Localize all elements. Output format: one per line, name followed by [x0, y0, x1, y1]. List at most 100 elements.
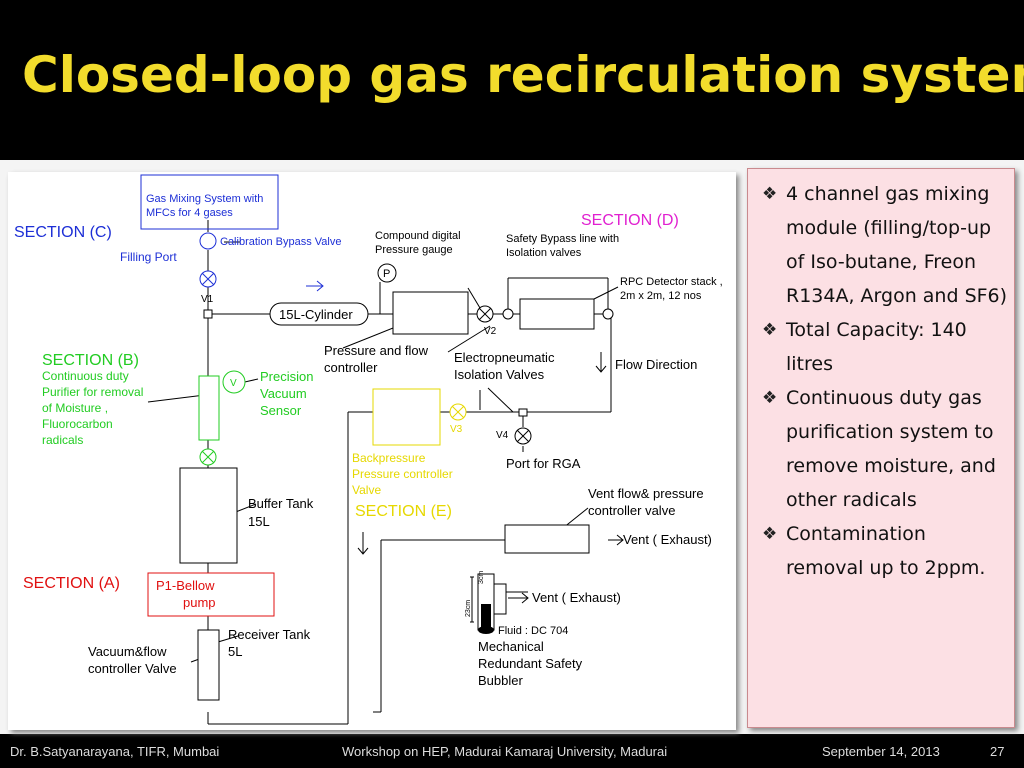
bullet-diamond-icon: ❖	[762, 320, 778, 340]
purifier-column	[198, 375, 220, 441]
compound-gauge-label-1: Compound digital	[375, 230, 461, 242]
diagram-svg: Gas Mixing System with MFCs for 4 gases …	[14, 174, 723, 725]
rpc-label-1: RPC Detector stack ,	[620, 276, 723, 288]
valve-v2-icon	[476, 305, 494, 323]
purifier-label-5: radicals	[42, 433, 83, 447]
bullet-list: ❖ 4 channel gas mixing module (filling/to…	[762, 177, 1008, 585]
backpressure-label-1: Backpressure	[352, 451, 426, 465]
pressure-gauge-icon	[377, 263, 397, 283]
slide-title: Closed-loop gas recirculation system	[22, 46, 1024, 104]
bullet-item: ❖ 4 channel gas mixing module (filling/to…	[762, 177, 1008, 313]
calibration-valve-icon	[199, 232, 217, 250]
pipe-lines	[207, 220, 612, 725]
filling-port-label: Filling Port	[120, 250, 177, 264]
cylinder-label: 15L-Cylinder	[279, 307, 353, 322]
vac-sensor-label-3: Sensor	[260, 403, 302, 418]
vent-exhaust-1-label: Vent ( Exhaust)	[623, 532, 712, 547]
bullet-item: ❖ Total Capacity: 140 litres	[762, 313, 1008, 381]
receiver-label-2: 5L	[228, 644, 242, 659]
bypass-valve-left-icon	[502, 308, 514, 320]
flow-direction-label: Flow Direction	[615, 357, 697, 372]
vacuum-sensor-v: V	[230, 378, 237, 389]
safety-bypass-label-2: Isolation valves	[506, 247, 582, 259]
backpressure-label-2: Pressure controller	[352, 467, 453, 481]
v3-label: V3	[450, 424, 463, 435]
footer-date: September 14, 2013	[822, 744, 940, 759]
vent-exhaust-2-label: Vent ( Exhaust)	[532, 590, 621, 605]
bullet-text: Total Capacity: 140 litres	[786, 319, 967, 375]
buffer-tank	[179, 467, 238, 564]
bubbler-dim-1: 3cm	[478, 571, 485, 584]
pump-label-2: pump	[183, 595, 216, 610]
bellow-pump-box	[147, 572, 275, 617]
bullet-diamond-icon: ❖	[762, 184, 778, 204]
vent-flow-label-2: controller valve	[588, 503, 675, 518]
bubbler-label-1: Mechanical	[478, 639, 544, 654]
rpc-detector-box	[519, 298, 595, 330]
footer-author: Dr. B.Satyanarayana, TIFR, Mumbai	[10, 744, 220, 759]
valve-v4-icon	[514, 427, 532, 445]
gauge-p-label: P	[383, 268, 390, 280]
bypass-valve-right-icon	[602, 308, 614, 320]
section-d-label: SECTION (D)	[581, 212, 679, 229]
v4-label: V4	[496, 430, 509, 441]
bullet-item: ❖Contamination removal up to 2ppm.	[762, 517, 1008, 585]
calibration-valve-label: Calibration Bypass Valve	[220, 236, 341, 248]
pressure-flow-controller-box	[392, 291, 469, 335]
footer-event: Workshop on HEP, Madurai Kamaraj Univers…	[342, 744, 668, 759]
bullet-diamond-icon: ❖	[762, 388, 778, 408]
vacflow-label-2: controller Valve	[88, 661, 177, 676]
valve-v3-icon	[449, 403, 467, 421]
purifier-valve-icon	[199, 448, 217, 466]
vent-flow-label-1: Vent flow& pressure	[588, 486, 704, 501]
pressure-flow-label-2: controller	[324, 360, 378, 375]
vacuum-sensor-icon	[222, 370, 246, 394]
cylinder-box	[269, 302, 369, 326]
flow-arrows	[306, 280, 324, 292]
purifier-label-1: Continuous duty	[42, 369, 129, 383]
compound-gauge-label-2: Pressure gauge	[375, 244, 453, 256]
vacflow-label-1: Vacuum&flow	[88, 644, 167, 659]
fluid-label: Fluid : DC 704	[498, 625, 568, 637]
rga-port-label: Port for RGA	[506, 456, 581, 471]
section-c-label: SECTION (C)	[14, 224, 112, 241]
pressure-flow-label-1: Pressure and flow	[324, 343, 429, 358]
backpressure-valve-box	[372, 388, 441, 446]
bullet-item: ❖ Continuous duty gas purification system…	[762, 381, 1008, 517]
footer-page-number: 27	[990, 744, 1005, 759]
receiver-tank	[197, 629, 220, 701]
vac-sensor-label-1: Precision	[260, 369, 313, 384]
vent-flow-controller-box	[504, 524, 590, 554]
pump-label-1: P1-Bellow	[156, 578, 215, 593]
gas-mixing-label-2: MFCs for 4 gases	[146, 207, 233, 219]
electropneumatic-label-2: Isolation Valves	[454, 367, 545, 382]
purifier-label-2: Purifier for removal	[42, 385, 143, 399]
rpc-label-2: 2m x 2m, 12 nos	[620, 290, 702, 302]
bullet-diamond-icon: ❖	[762, 524, 778, 544]
safety-bypass-label-1: Safety Bypass line with	[506, 233, 619, 245]
tee-joint-icon	[203, 309, 213, 319]
bubbler-label-2: Redundant Safety	[478, 656, 583, 671]
gas-system-diagram: Gas Mixing System with MFCs for 4 gases …	[8, 172, 736, 730]
bubbler-label-3: Bubbler	[478, 673, 523, 688]
bubbler-icon	[470, 573, 507, 634]
buffer-label-2: 15L	[248, 514, 270, 529]
v1-label: V1	[201, 294, 214, 305]
bullet-panel: ❖ 4 channel gas mixing module (filling/to…	[747, 168, 1015, 728]
bullet-text: 4 channel gas mixing module (filling/top…	[786, 183, 1008, 307]
vac-sensor-label-2: Vacuum	[260, 386, 307, 401]
valve-v1-icon	[199, 270, 217, 288]
purifier-label-4: Fluorocarbon	[42, 417, 113, 431]
section-b-label: SECTION (B)	[42, 352, 139, 369]
backpressure-label-3: Valve	[352, 483, 381, 497]
section-e-label: SECTION (E)	[355, 503, 452, 520]
rga-tee-icon	[518, 408, 528, 417]
gas-mixing-label-1: Gas Mixing System with	[146, 193, 263, 205]
receiver-label-1: Receiver Tank	[228, 627, 311, 642]
buffer-label-1: Buffer Tank	[248, 496, 314, 511]
purifier-label-3: of Moisture ,	[42, 401, 108, 415]
gas-mixing-box	[140, 174, 279, 230]
bubbler-dim-2: 23cm	[465, 600, 472, 617]
section-a-label: SECTION (A)	[23, 575, 120, 592]
bullet-text: Continuous duty gas purification system …	[786, 387, 996, 511]
